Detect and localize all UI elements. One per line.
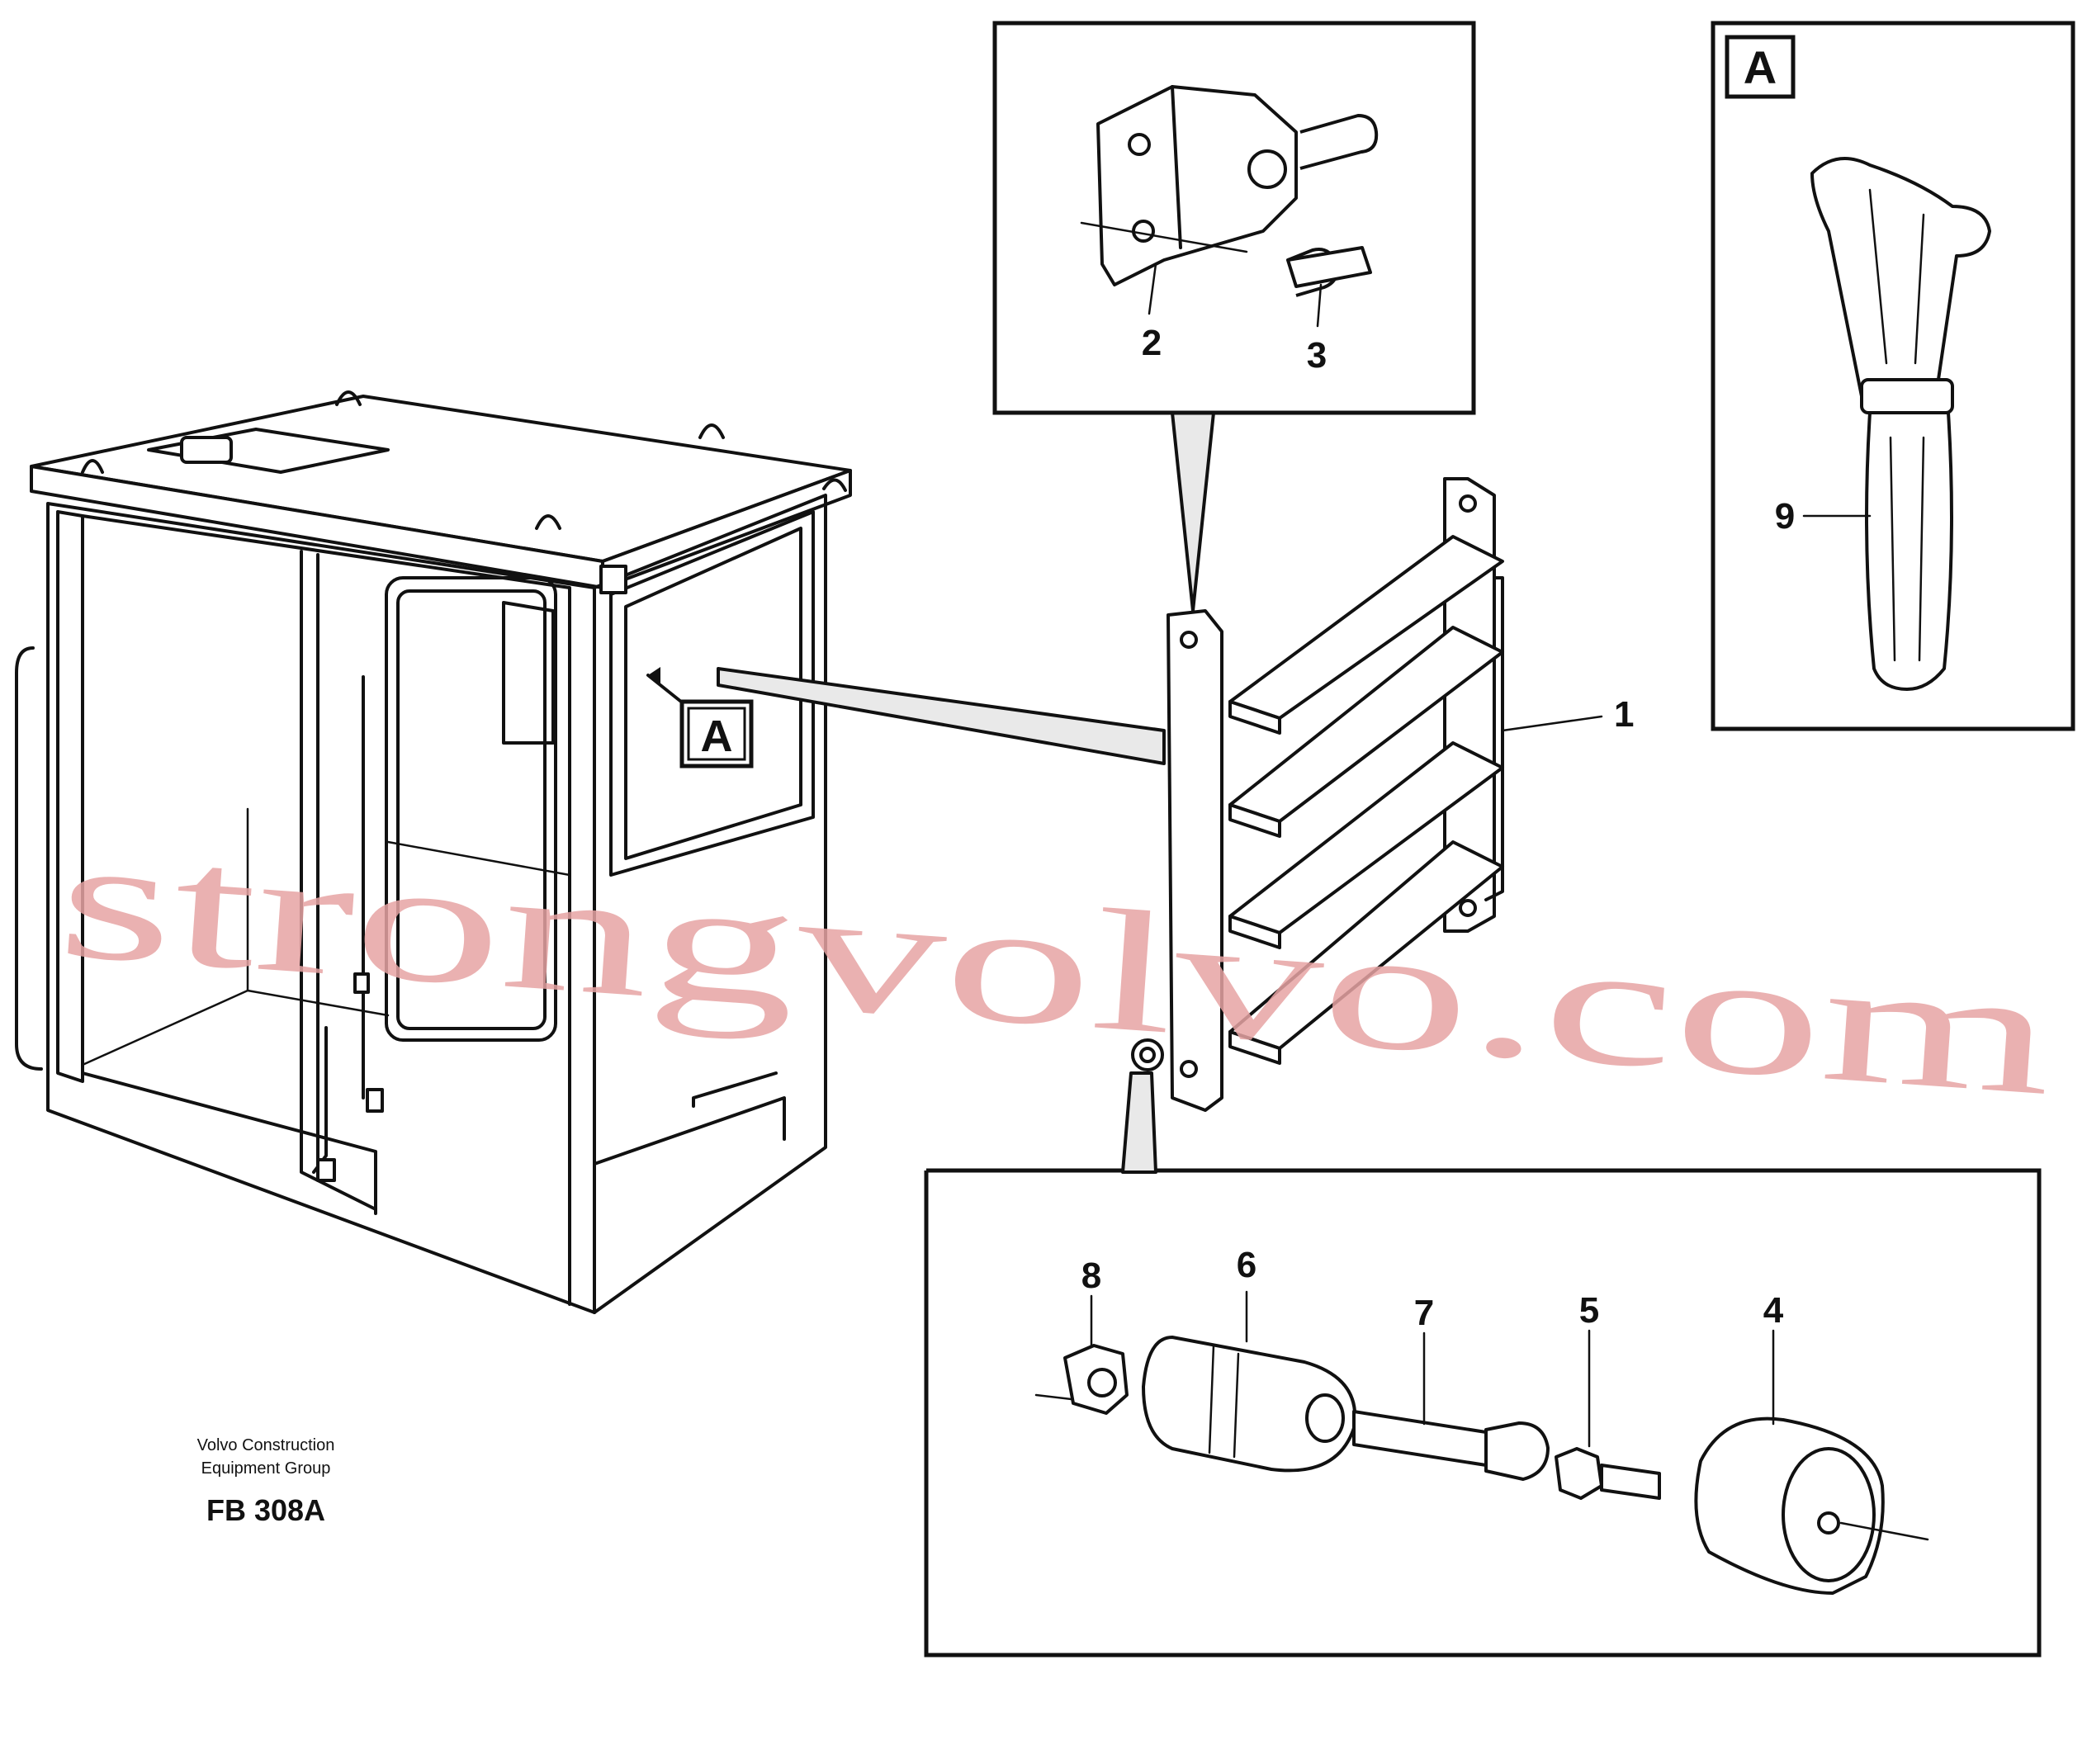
louver-drawing: 1 bbox=[1131, 477, 1634, 1112]
cab-callout-letter: A bbox=[701, 712, 733, 761]
detail-a-handle-box: A 9 bbox=[1711, 21, 2075, 731]
detail-hinge-box: 2 3 bbox=[992, 21, 1476, 612]
label-part-8: 8 bbox=[1081, 1256, 1101, 1296]
watermark-text: strongvolvo.com bbox=[53, 802, 2059, 1132]
label-part-1: 1 bbox=[1614, 694, 1634, 735]
credit-line-1: Volvo Construction bbox=[197, 1436, 335, 1454]
label-part-6: 6 bbox=[1237, 1245, 1256, 1285]
title-block: Volvo Construction Equipment Group FB 30… bbox=[197, 1436, 335, 1527]
cab-leader bbox=[717, 667, 1166, 765]
label-part-7: 7 bbox=[1414, 1293, 1434, 1333]
label-part-4: 4 bbox=[1763, 1290, 1784, 1331]
cab-callout-a: A bbox=[646, 667, 754, 768]
detail-damper-box: 8 6 7 5 4 bbox=[924, 1071, 2042, 1658]
label-part-9: 9 bbox=[1775, 496, 1795, 537]
label-part-2: 2 bbox=[1142, 323, 1162, 363]
credit-line-2: Equipment Group bbox=[201, 1459, 331, 1478]
figure-code: FB 308A bbox=[206, 1493, 325, 1527]
cab-drawing bbox=[15, 390, 852, 1314]
label-part-3: 3 bbox=[1307, 335, 1327, 376]
label-part-5: 5 bbox=[1579, 1290, 1599, 1331]
detail-panel-letter: A bbox=[1744, 41, 1777, 93]
